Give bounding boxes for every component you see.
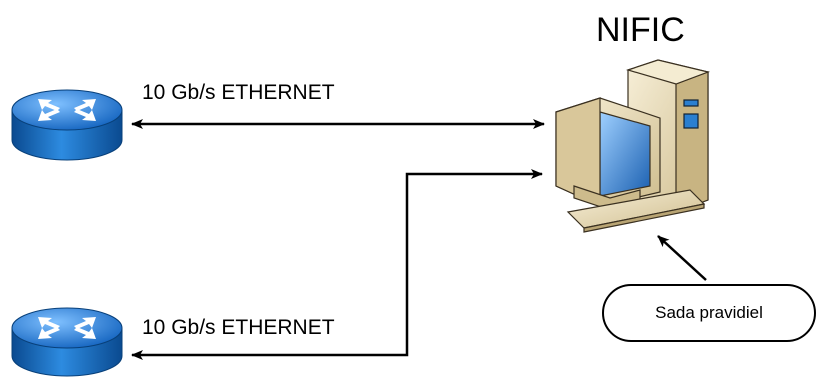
desktop-computer-icon: [555, 59, 711, 233]
link-bottom-label: 10 Gb/s ETHERNET: [142, 316, 335, 339]
link-top-label: 10 Gb/s ETHERNET: [142, 81, 335, 104]
link-bottom-line: [131, 169, 543, 360]
computer-label: NIFIC: [596, 11, 685, 49]
rules-node: Sada pravidiel: [602, 284, 816, 342]
router-top-icon: [11, 89, 123, 161]
rules-label: Sada pravidiel: [655, 303, 763, 322]
rules-arrow: [657, 235, 707, 281]
router-bottom-icon: [11, 307, 123, 377]
